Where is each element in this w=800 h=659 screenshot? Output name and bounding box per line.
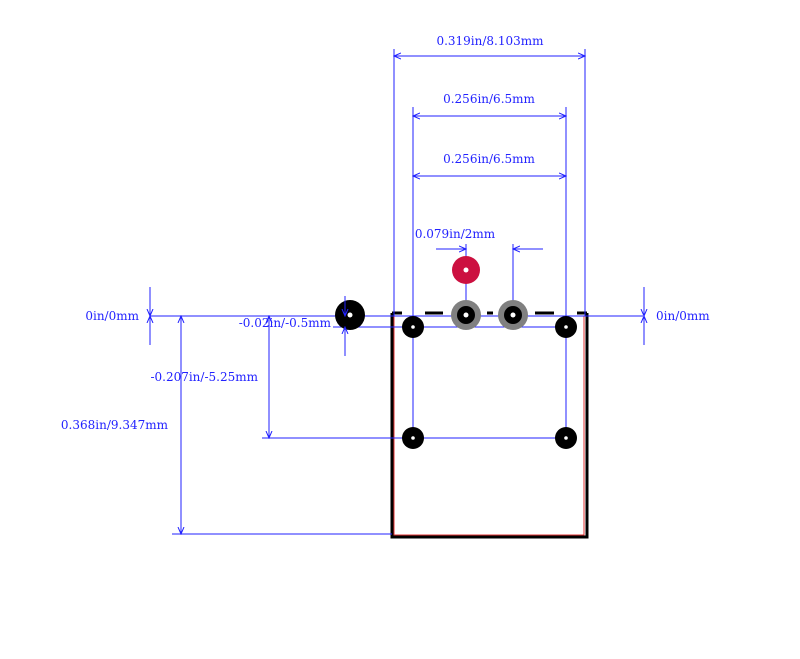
label-overall-width: 0.319in/8.103mm [436,34,544,48]
label-offset-small: -0.02in/-0.5mm [239,316,332,330]
pads [335,256,577,449]
pad-pin-2 [451,300,481,330]
label-overall-height: 0.368in/9.347mm [61,418,169,432]
label-origin-right: 0in/0mm [656,309,710,323]
courtyard-outline [393,315,585,536]
pad-rear-left [402,427,424,449]
label-pad-span-1: 0.256in/6.5mm [443,92,535,106]
label-offset-rear-pads: -0.207in/-5.25mm [150,370,258,384]
label-pin-pitch: 0.079in/2mm [415,227,496,241]
dimension-lines [150,56,644,534]
pad-front-right [555,316,577,338]
pad-rear-right [555,427,577,449]
component-body [390,311,589,539]
extension-lines [150,49,643,535]
pad-mounting-left [335,300,365,330]
pad-pin-3 [498,300,528,330]
dimension-labels: 0.319in/8.103mm 0.256in/6.5mm 0.256in/6.… [61,34,710,432]
label-origin-left: 0in/0mm [85,309,139,323]
label-pad-span-2: 0.256in/6.5mm [443,152,535,166]
pad-front-left [402,316,424,338]
pad-pin-1 [452,256,480,284]
silkscreen-outline [390,313,589,539]
